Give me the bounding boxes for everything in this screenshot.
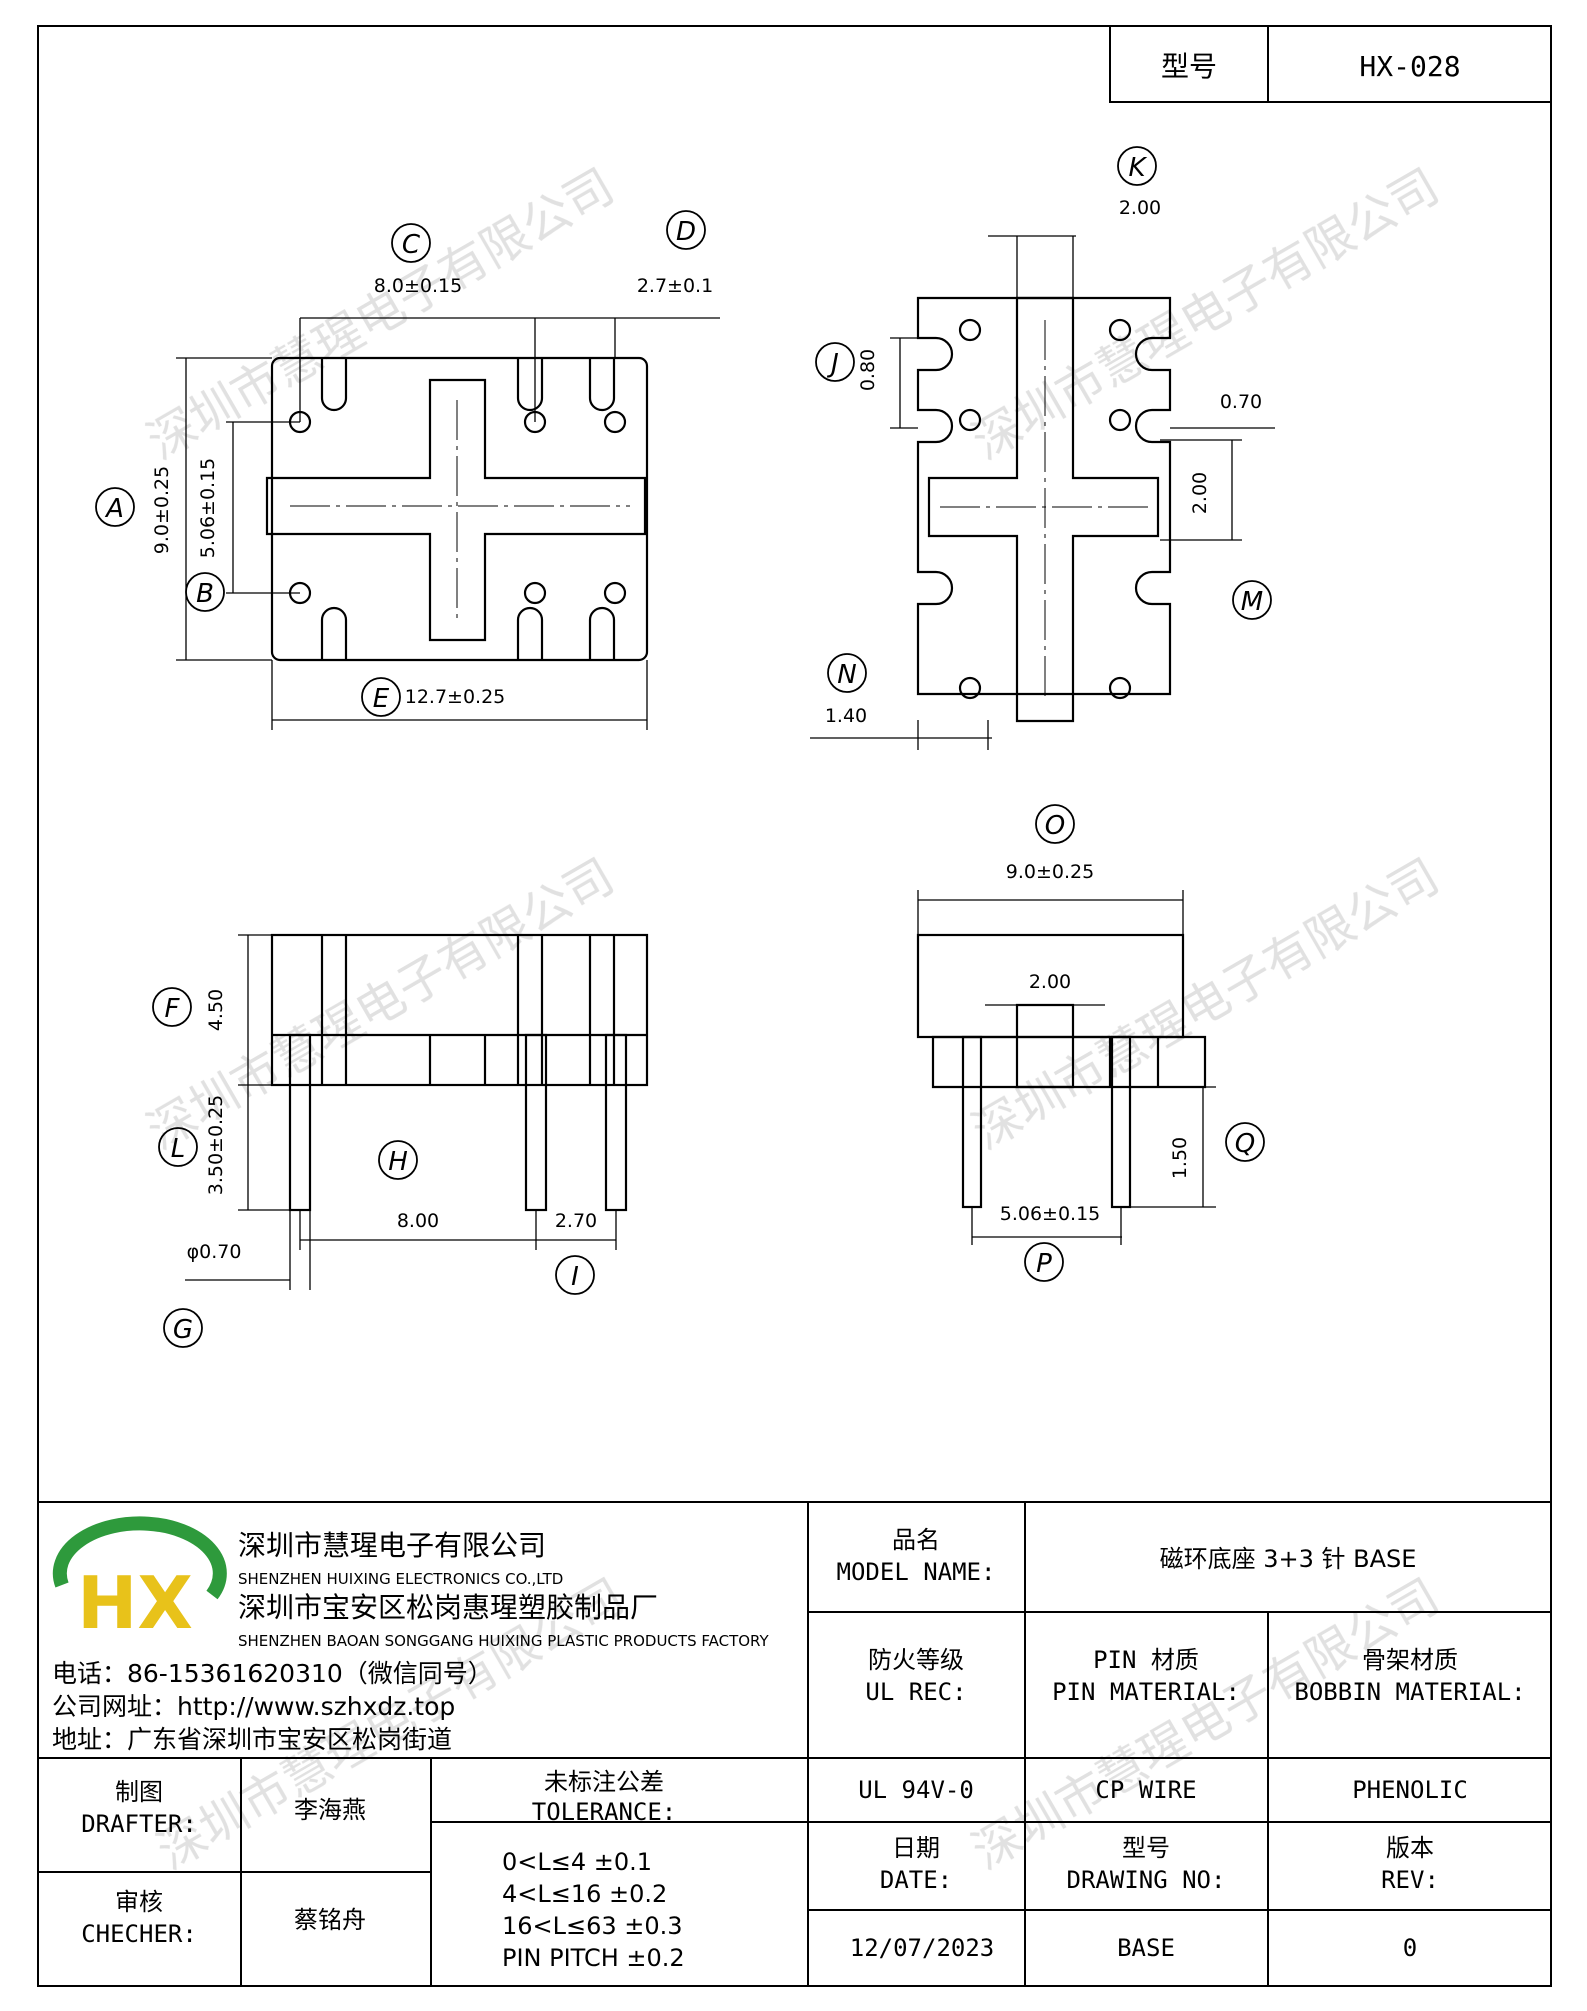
checker-name: 蔡铭舟 bbox=[294, 1906, 366, 1934]
drawing-no-cn: 型号 bbox=[1122, 1834, 1170, 1862]
dim-e-letter: E bbox=[373, 684, 390, 714]
bottom-view-labels: K 2.00 J 0.80 0.70 2.00 M N 1.40 bbox=[815, 146, 1272, 727]
dim-n-letter: N bbox=[837, 660, 856, 690]
dim-e-value: 12.7±0.25 bbox=[405, 686, 506, 708]
dim-070-value: 0.70 bbox=[1220, 391, 1262, 413]
header-model-label: 型号 bbox=[1161, 50, 1217, 83]
dim-b-letter: B bbox=[196, 579, 214, 609]
tolerance-lines: 0<L≤4 ±0.1 4<L≤16 ±0.2 16<L≤63 ±0.3 PIN … bbox=[502, 1848, 685, 1972]
dim-j-letter: J bbox=[826, 349, 839, 379]
dim-k-value: 2.00 bbox=[1119, 197, 1161, 219]
tolerance-cn: 未标注公差 bbox=[544, 1768, 664, 1796]
dim-n-value: 1.40 bbox=[825, 705, 867, 727]
watermark-text: 深圳市慧瑆电子有限公司 bbox=[963, 1568, 1448, 1881]
dim-f-value: 4.50 bbox=[205, 989, 227, 1031]
tolerance-line: PIN PITCH ±0.2 bbox=[502, 1944, 685, 1972]
model-name-en: MODEL NAME: bbox=[837, 1558, 996, 1586]
bottom-view bbox=[810, 235, 1275, 750]
company-name-en: SHENZHEN HUIXING ELECTRONICS CO.,LTD bbox=[238, 1570, 563, 1588]
side-view bbox=[916, 890, 1216, 1245]
tolerance-en: TOLERANCE: bbox=[532, 1798, 677, 1826]
dim-l-letter: L bbox=[171, 1134, 186, 1164]
front-view bbox=[185, 933, 649, 1290]
factory-name-en: SHENZHEN BAOAN SONGGANG HUIXING PLASTIC … bbox=[238, 1632, 770, 1650]
checker-en: CHECHER: bbox=[81, 1920, 197, 1948]
company-name-cn: 深圳市慧瑆电子有限公司 bbox=[238, 1529, 546, 1562]
rev-en: REV: bbox=[1381, 1866, 1439, 1894]
dim-d-letter: D bbox=[676, 217, 696, 247]
fire-rating-en: UL REC: bbox=[865, 1678, 966, 1706]
drawing-no-value: BASE bbox=[1117, 1934, 1175, 1962]
factory-name-cn: 深圳市宝安区松岗惠瑆塑胶制品厂 bbox=[238, 1591, 658, 1624]
dim-o-value: 9.0±0.25 bbox=[1006, 861, 1094, 883]
pin-material-value: CP WIRE bbox=[1095, 1776, 1196, 1804]
bobbin-material-value: PHENOLIC bbox=[1352, 1776, 1468, 1804]
dim-m-value: 2.00 bbox=[1189, 472, 1211, 514]
dim-h-letter: H bbox=[388, 1147, 408, 1177]
fire-rating-cn: 防火等级 bbox=[868, 1646, 964, 1674]
dim-d-value: 2.7±0.1 bbox=[637, 275, 713, 297]
dim-c-value: 8.0±0.15 bbox=[374, 275, 462, 297]
dim-i-letter: I bbox=[571, 1262, 579, 1292]
pin-material-cn: PIN 材质 bbox=[1093, 1646, 1199, 1674]
logo-text: HX bbox=[77, 1561, 193, 1645]
fire-rating-value: UL 94V-0 bbox=[858, 1776, 974, 1804]
dim-i-value: 2.70 bbox=[555, 1210, 597, 1232]
watermark-text: 深圳市慧瑆电子有限公司 bbox=[963, 158, 1448, 471]
header-model-box: 型号 HX-028 bbox=[1109, 25, 1552, 103]
front-view-labels: F 4.50 L 3.50±0.25 H 8.00 2.70 I φ0.70 G bbox=[152, 987, 597, 1348]
drawing-no-en: DRAWING NO: bbox=[1067, 1866, 1226, 1894]
top-view-labels: C 8.0±0.15 D 2.7±0.1 A 9.0±0.25 B 5.06±0… bbox=[95, 210, 713, 717]
dim-h-value: 8.00 bbox=[397, 1210, 439, 1232]
model-name-cn: 品名 bbox=[892, 1526, 940, 1554]
date-value: 12/07/2023 bbox=[850, 1934, 995, 1962]
title-block-grid bbox=[38, 1501, 1551, 1986]
dim-l-value: 3.50±0.25 bbox=[205, 1095, 227, 1196]
date-en: DATE: bbox=[880, 1866, 952, 1894]
rev-value: 0 bbox=[1403, 1934, 1417, 1962]
company-info: 深圳市慧瑆电子有限公司 SHENZHEN HUIXING ELECTRONICS… bbox=[52, 1529, 770, 1754]
bobbin-material-cn: 骨架材质 bbox=[1362, 1646, 1458, 1674]
model-name-value: 磁环底座 3+3 针 BASE bbox=[1160, 1545, 1417, 1573]
dim-q-letter: Q bbox=[1235, 1129, 1255, 1159]
dim-p-value: 5.06±0.15 bbox=[1000, 1203, 1101, 1225]
side-view-labels: O 9.0±0.25 2.00 1.50 Q 5.06±0.15 P bbox=[1000, 804, 1265, 1282]
dim-g-letter: G bbox=[173, 1315, 193, 1345]
dim-p-letter: P bbox=[1036, 1249, 1052, 1279]
date-cn: 日期 bbox=[892, 1834, 940, 1862]
dim-f-letter: F bbox=[165, 994, 181, 1024]
title-block-text: 品名 MODEL NAME: 磁环底座 3+3 针 BASE 防火等级 UL R… bbox=[81, 1526, 1525, 1962]
checker-cn: 审核 bbox=[115, 1888, 163, 1916]
header-model-value: HX-028 bbox=[1359, 50, 1460, 83]
drafter-en: DRAFTER: bbox=[81, 1810, 197, 1838]
dim-a-value: 9.0±0.25 bbox=[151, 466, 173, 554]
rev-cn: 版本 bbox=[1386, 1834, 1434, 1862]
dim-b-value: 5.06±0.15 bbox=[197, 458, 219, 559]
drafter-cn: 制图 bbox=[115, 1778, 163, 1806]
sheet-border bbox=[37, 25, 1552, 1987]
company-website: 公司网址：http://www.szhxdz.top bbox=[52, 1692, 455, 1721]
dim-j-value: 0.80 bbox=[857, 349, 879, 391]
watermark-text: 深圳市慧瑆电子有限公司 bbox=[138, 158, 623, 471]
drafter-name: 李海燕 bbox=[294, 1796, 366, 1824]
company-logo: HX bbox=[52, 1516, 227, 1645]
tolerance-line: 4<L≤16 ±0.2 bbox=[502, 1880, 667, 1908]
dim-q-value: 1.50 bbox=[1169, 1137, 1191, 1179]
company-address: 地址：广东省深圳市宝安区松岗街道 bbox=[52, 1725, 452, 1754]
company-phone: 电话：86-15361620310（微信同号） bbox=[52, 1659, 493, 1688]
dim-o-letter: O bbox=[1045, 811, 1065, 841]
dim-k-letter: K bbox=[1128, 153, 1147, 183]
tolerance-line: 16<L≤63 ±0.3 bbox=[502, 1912, 683, 1940]
tolerance-line: 0<L≤4 ±0.1 bbox=[502, 1848, 652, 1876]
dim-slot-value: 2.00 bbox=[1029, 971, 1071, 993]
dim-a-letter: A bbox=[104, 494, 124, 524]
pin-material-en: PIN MATERIAL: bbox=[1052, 1678, 1240, 1706]
dim-c-letter: C bbox=[402, 230, 421, 260]
top-view bbox=[176, 317, 720, 730]
bobbin-material-en: BOBBIN MATERIAL: bbox=[1294, 1678, 1525, 1706]
dim-g-value: φ0.70 bbox=[187, 1241, 242, 1263]
dim-m-letter: M bbox=[1241, 587, 1263, 617]
